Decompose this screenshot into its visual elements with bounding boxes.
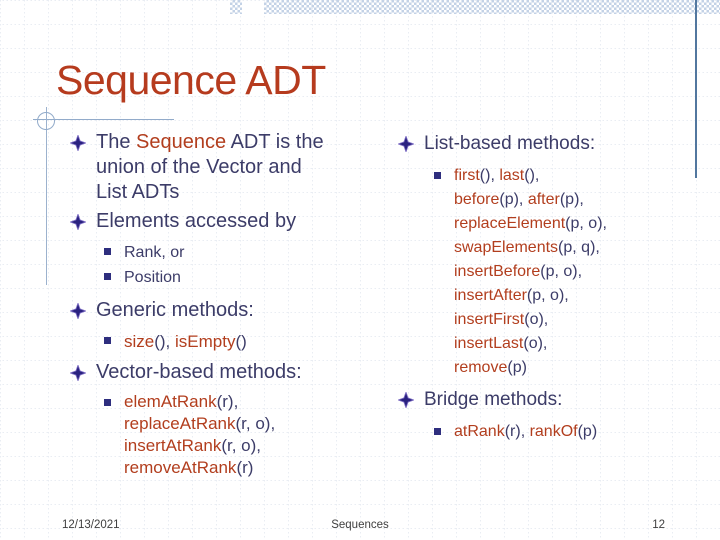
diamond-bullet-icon (70, 135, 86, 151)
sub-bullet-generic-methods: size(), isEmpty() (104, 329, 390, 354)
square-bullet-icon (104, 248, 111, 255)
access-sublist: Rank, or Position (104, 240, 390, 290)
bullet-text: Generic methods: (96, 299, 254, 321)
diamond-bullet-icon (70, 365, 86, 381)
method-line: insertFirst(o), (454, 311, 549, 328)
left-vertical-rule (46, 107, 47, 285)
bullet-text: The Sequence ADT is the union of the Vec… (96, 131, 324, 203)
diamond-bullet-icon (70, 214, 86, 230)
bullet-text: List-based methods: (424, 133, 596, 154)
square-bullet-icon (434, 172, 441, 179)
method-line: replaceAtRank(r, o), (124, 414, 276, 433)
generic-methods-sublist: size(), isEmpty() (104, 329, 390, 354)
bullet-list-based-methods: List-based methods: (398, 132, 710, 156)
method-line: before(p), after(p), (454, 191, 584, 208)
sub-bullet-list-methods: first(), last(), before(p), after(p), re… (434, 164, 710, 380)
bullet-generic-methods: Generic methods: (70, 298, 390, 323)
right-text-column: List-based methods: first(), last(), bef… (398, 132, 710, 444)
footer-date: 12/13/2021 (62, 519, 120, 531)
square-bullet-icon (104, 273, 111, 280)
right-vertical-rule (695, 0, 697, 178)
footer-title: Sequences (331, 519, 389, 531)
method-line: elemAtRank(r), (124, 392, 239, 411)
sub-bullet-vector-methods: elemAtRank(r), replaceAtRank(r, o), inse… (104, 391, 390, 479)
bridge-methods-sublist: atRank(r), rankOf(p) (434, 420, 710, 444)
bullet-text: Elements accessed by (96, 210, 297, 232)
sub-bullet-text: Rank, or (124, 244, 185, 261)
method-line: insertBefore(p, o), (454, 263, 583, 280)
sub-bullet-bridge-methods: atRank(r), rankOf(p) (434, 420, 710, 444)
list-methods-sublist: first(), last(), before(p), after(p), re… (434, 164, 710, 380)
slide-title: Sequence ADT (56, 57, 326, 103)
method-line: insertAtRank(r, o), (124, 436, 261, 455)
method-lines: elemAtRank(r), replaceAtRank(r, o), inse… (124, 391, 275, 479)
square-bullet-icon (104, 337, 111, 344)
method-lines: first(), last(), before(p), after(p), re… (454, 164, 607, 380)
bullet-text: Vector-based methods: (96, 361, 302, 383)
bullet-elements-accessed-by: Elements accessed by (70, 209, 390, 234)
checker-band (264, 0, 720, 14)
method-line: insertLast(o), (454, 335, 548, 352)
diamond-bullet-icon (398, 392, 414, 408)
bullet-bridge-methods: Bridge methods: (398, 388, 710, 412)
diamond-bullet-icon (398, 136, 414, 152)
bullet-text: Bridge methods: (424, 389, 563, 410)
method-line: swapElements(p, q), (454, 239, 600, 256)
slide-footer: 12/13/2021 Sequences 12 (0, 519, 720, 537)
footer-page-number: 12 (652, 519, 665, 531)
compass-circle-decoration (37, 112, 55, 130)
square-bullet-icon (104, 399, 111, 406)
method-line: insertAfter(p, o), (454, 287, 569, 304)
checker-band-small (230, 0, 242, 14)
bullet-sequence-adt-union: The Sequence ADT is the union of the Vec… (70, 130, 390, 205)
bullet-vector-based-methods: Vector-based methods: (70, 360, 390, 385)
method-line: remove(p) (454, 359, 527, 376)
vector-methods-sublist: elemAtRank(r), replaceAtRank(r, o), inse… (104, 391, 390, 479)
method-line: first(), last(), (454, 167, 540, 184)
diamond-bullet-icon (70, 303, 86, 319)
method-line: atRank(r), rankOf(p) (454, 423, 598, 440)
method-line: removeAtRank(r) (124, 458, 254, 477)
sub-bullet-text: Position (124, 269, 181, 286)
sub-bullet-rank: Rank, or (104, 240, 390, 265)
method-line: size(), isEmpty() (124, 332, 247, 351)
left-text-column: The Sequence ADT is the union of the Vec… (70, 130, 390, 479)
sub-bullet-position: Position (104, 265, 390, 290)
method-line: replaceElement(p, o), (454, 215, 607, 232)
title-underline (33, 119, 174, 120)
square-bullet-icon (434, 428, 441, 435)
